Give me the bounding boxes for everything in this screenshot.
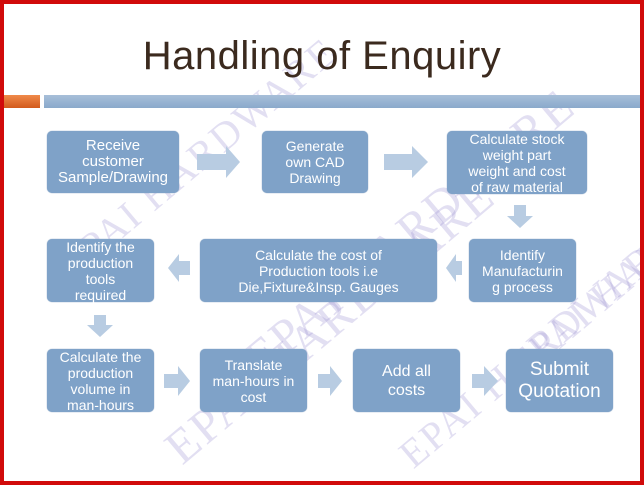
arrow-down-icon	[87, 315, 113, 337]
step-label: Identify the production tools required	[66, 238, 135, 303]
step-label: Calculate stock weight part weight and c…	[468, 130, 566, 195]
step-label: Submit Quotation	[518, 358, 601, 402]
step-label: Calculate the cost of Production tools i…	[238, 246, 399, 295]
header-bar	[44, 95, 640, 108]
arrow-left-icon	[168, 254, 190, 282]
step-calculate-stock: Calculate stock weight part weight and c…	[447, 130, 587, 195]
step-identify-tools: Identify the production tools required	[47, 238, 154, 303]
arrow-left-icon	[446, 254, 462, 282]
step-receive-sample: Receive customer Sample/Drawing	[47, 131, 179, 193]
arrow-right-icon	[472, 366, 498, 396]
step-label: Identify Manufacturin g process	[482, 246, 563, 295]
step-label: Add all costs	[382, 362, 431, 399]
arrow-right-icon	[318, 366, 342, 396]
accent-bar	[4, 95, 40, 108]
arrow-right-icon	[197, 146, 240, 178]
step-submit-quotation: Submit Quotation	[506, 349, 613, 412]
step-translate-cost: Translate man-hours in cost	[200, 349, 307, 412]
step-identify-process: Identify Manufacturin g process	[469, 239, 576, 302]
step-label: Generate own CAD Drawing	[285, 138, 345, 186]
step-label: Calculate the production volume in man-h…	[59, 348, 142, 413]
step-tool-cost: Calculate the cost of Production tools i…	[200, 239, 437, 302]
arrow-right-icon	[384, 146, 428, 178]
arrow-down-icon	[507, 205, 533, 228]
step-label: Receive customer Sample/Drawing	[57, 137, 169, 186]
slide-title: Handling of Enquiry	[142, 34, 502, 78]
step-generate-cad: Generate own CAD Drawing	[262, 131, 368, 193]
flow-arrows	[87, 146, 533, 396]
step-production-volume: Calculate the production volume in man-h…	[47, 348, 154, 413]
step-label: Translate man-hours in cost	[212, 356, 295, 405]
arrow-right-icon	[164, 366, 190, 396]
step-add-costs: Add all costs	[353, 349, 460, 412]
